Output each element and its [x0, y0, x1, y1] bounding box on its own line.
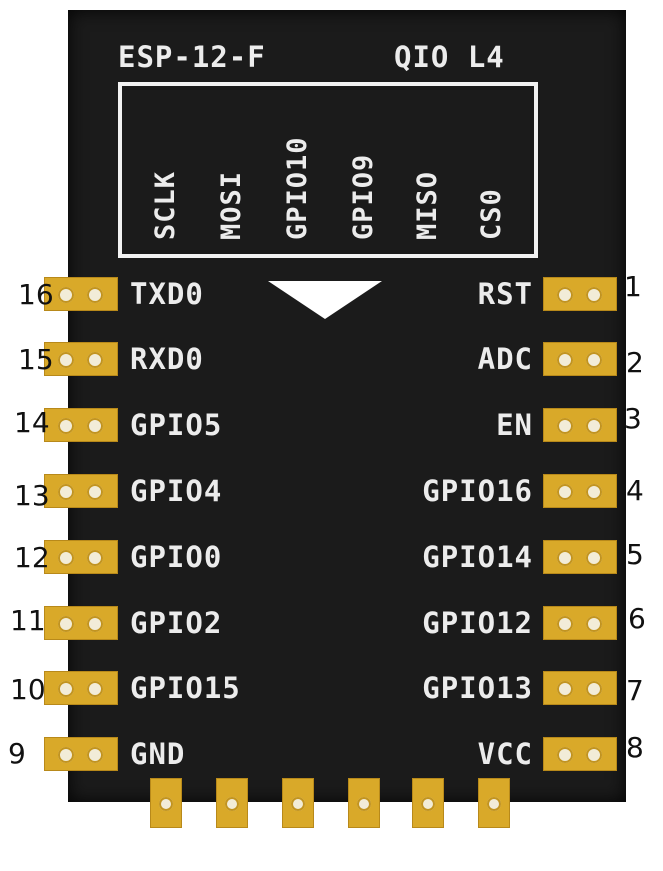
left-pin-number: 15 — [18, 343, 54, 376]
right-pin-number: 5 — [626, 538, 644, 571]
right-pin-label: RST — [477, 277, 533, 311]
right-pin-label: EN — [496, 408, 533, 442]
right-pin-pad — [543, 342, 617, 376]
left-pin-label: GPIO0 — [130, 540, 223, 574]
left-pin-label: GPIO2 — [130, 606, 223, 640]
left-pin-pad — [44, 671, 118, 705]
flash-pins-box — [118, 82, 538, 258]
left-pin-label: TXD0 — [130, 277, 204, 311]
right-pin-pad — [543, 671, 617, 705]
right-pin-number: 4 — [626, 474, 644, 507]
left-pin-pad — [44, 540, 118, 574]
bottom-pin-pad — [282, 778, 314, 828]
right-pin-label: GPIO13 — [422, 671, 533, 705]
right-pin-label: GPIO16 — [422, 474, 533, 508]
left-pin-number: 9 — [8, 737, 26, 770]
left-pin-label: GPIO15 — [130, 671, 241, 705]
esp-module-board — [68, 10, 626, 802]
right-pin-number: 3 — [624, 402, 642, 435]
flash-pin-label: GPIO10 — [282, 136, 313, 240]
left-pin-number: 14 — [14, 406, 50, 439]
bottom-pin-pad — [216, 778, 248, 828]
right-pin-number: 6 — [628, 602, 646, 635]
bottom-pin-pad — [478, 778, 510, 828]
left-pin-number: 10 — [10, 673, 46, 706]
flash-pin-label: MISO — [412, 170, 443, 240]
right-pin-number: 8 — [626, 731, 644, 764]
right-pin-label: VCC — [477, 737, 533, 771]
right-pin-label: ADC — [477, 342, 533, 376]
right-pin-pad — [543, 606, 617, 640]
left-pin-pad — [44, 737, 118, 771]
left-pin-pad — [44, 474, 118, 508]
left-pin-pad — [44, 408, 118, 442]
pin1-direction-arrow-icon — [268, 281, 382, 319]
right-pin-number: 2 — [626, 346, 644, 379]
bottom-pin-pad — [348, 778, 380, 828]
flash-pin-label: CS0 — [476, 188, 507, 240]
flash-pin-label: SCLK — [150, 170, 181, 240]
left-pin-number: 13 — [14, 479, 50, 512]
left-pin-label: GPIO4 — [130, 474, 223, 508]
left-pin-pad — [44, 342, 118, 376]
left-pin-number: 16 — [18, 278, 54, 311]
right-pin-pad — [543, 540, 617, 574]
left-pin-label: GPIO5 — [130, 408, 223, 442]
left-pin-label: GND — [130, 737, 186, 771]
right-pin-number: 1 — [624, 270, 642, 303]
left-pin-pad — [44, 277, 118, 311]
flash-pin-label: MOSI — [216, 170, 247, 240]
left-pin-number: 11 — [10, 604, 46, 637]
bottom-pin-pad — [412, 778, 444, 828]
left-pin-number: 12 — [14, 541, 50, 574]
bottom-pin-pad — [150, 778, 182, 828]
right-pin-pad — [543, 408, 617, 442]
right-pin-pad — [543, 277, 617, 311]
module-model-label: ESP-12-F — [118, 40, 266, 74]
flash-pin-label: GPIO9 — [348, 153, 379, 240]
right-pin-number: 7 — [626, 674, 644, 707]
flash-mode-label: QIO L4 — [394, 40, 505, 74]
left-pin-label: RXD0 — [130, 342, 204, 376]
right-pin-pad — [543, 737, 617, 771]
right-pin-label: GPIO14 — [422, 540, 533, 574]
left-pin-pad — [44, 606, 118, 640]
right-pin-pad — [543, 474, 617, 508]
right-pin-label: GPIO12 — [422, 606, 533, 640]
